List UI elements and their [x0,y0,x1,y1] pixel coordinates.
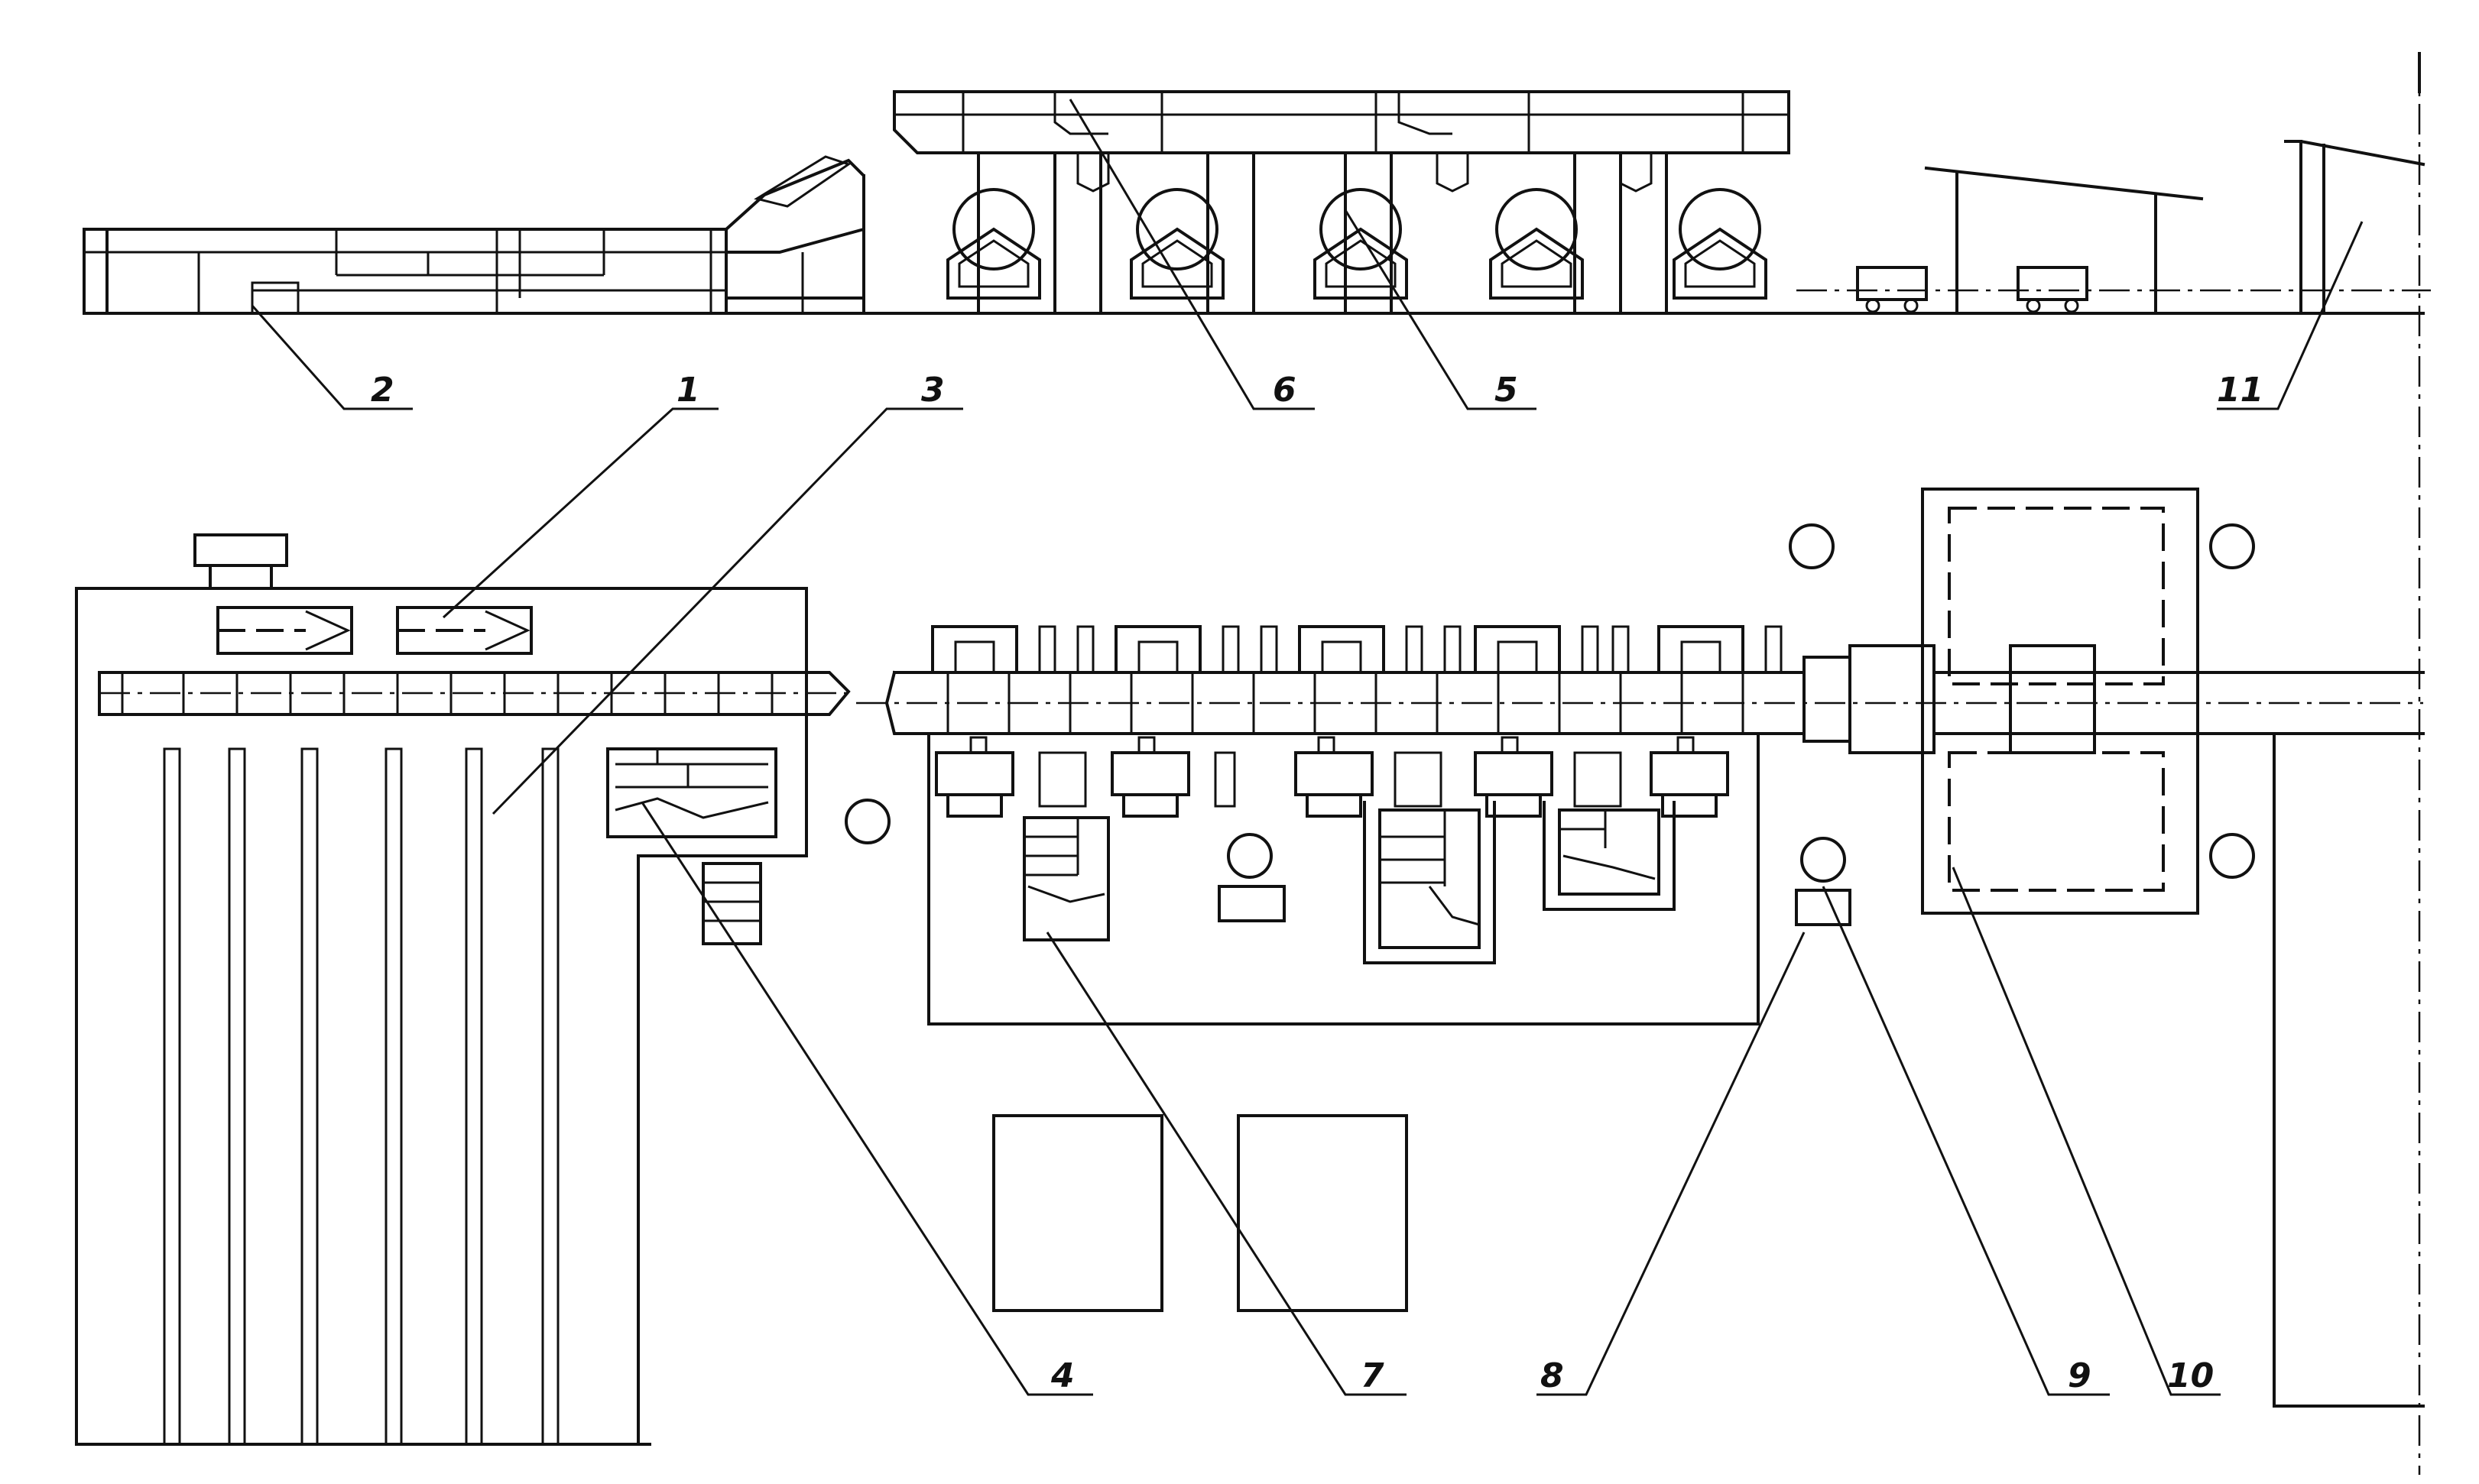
transport-line-plan [98,644,2425,754]
column-circle [2209,523,2255,569]
column-circle [2209,833,2255,879]
column-circle [1789,523,1835,569]
right-building-wall [2273,732,2425,1408]
receiving-conveyor-elevation [83,155,865,315]
plan-view [75,488,2425,1446]
trolleys-elevation [1856,140,2425,315]
elevation-view [83,90,2431,315]
callout-5: 5 [1494,371,1518,410]
callout-leaders [251,99,2364,1396]
callout-4: 4 [1050,1356,1075,1395]
callout-2: 2 [371,371,394,410]
callout-labels: 2 1 3 6 5 11 4 7 8 9 10 [371,371,2263,1395]
processing-hall-plan [927,625,1783,1312]
callout-9: 9 [2068,1356,2091,1395]
storage-building-plan [75,533,808,1446]
press-block-plan [1921,488,2199,915]
callout-8: 8 [1540,1356,1564,1395]
column-circle [845,799,891,844]
callout-11: 11 [2217,371,2263,410]
callout-1: 1 [677,371,700,410]
callout-10: 10 [2167,1356,2214,1395]
callout-6: 6 [1273,371,1296,410]
device-circle [1800,837,1846,883]
callout-3: 3 [921,371,945,410]
callout-7: 7 [1361,1356,1384,1395]
gantry-frame-elevation [893,90,1790,315]
